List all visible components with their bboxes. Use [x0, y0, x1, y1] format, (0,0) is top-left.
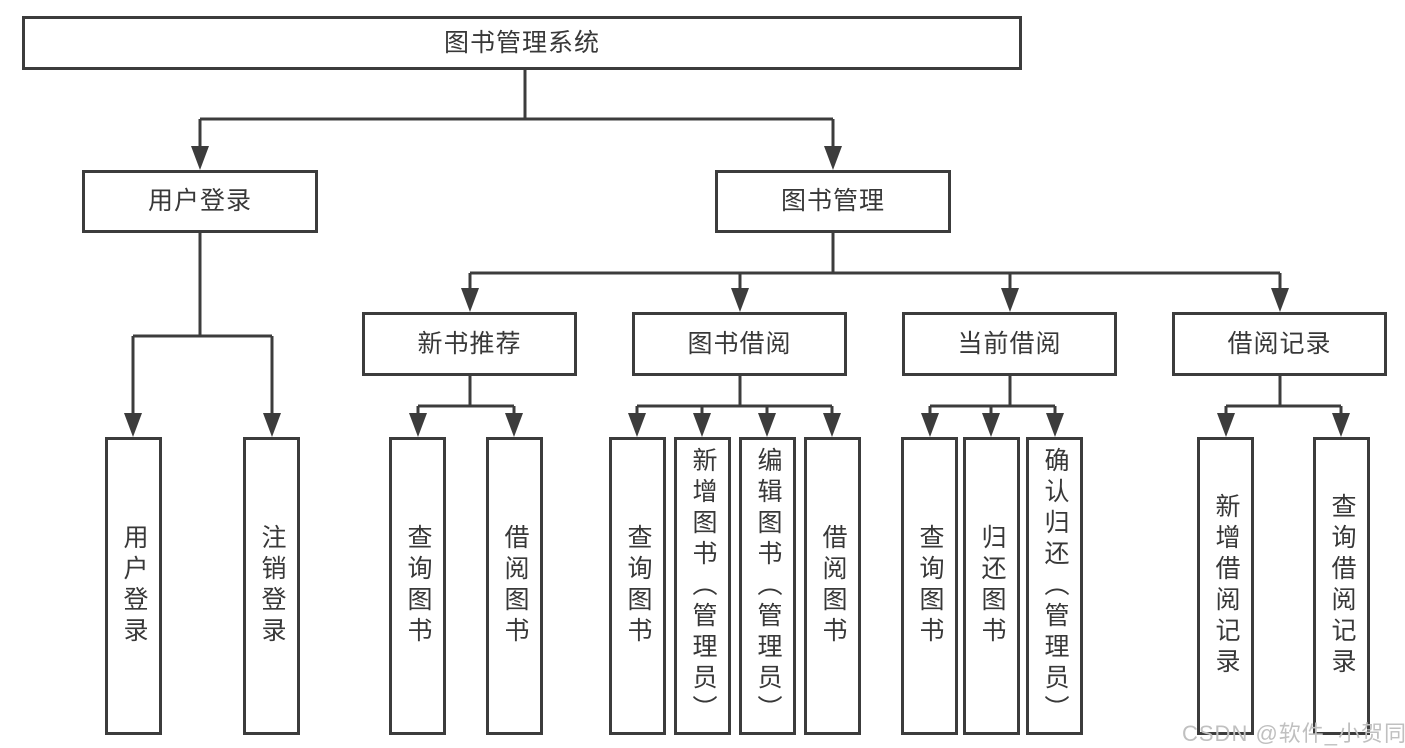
leaf-cb-query-book-label: 查询图书 — [916, 524, 944, 648]
node-user-login: 用户登录 — [82, 170, 318, 233]
node-book-borrowing: 图书借阅 — [632, 312, 847, 376]
leaf-rec-query-book-label: 查询图书 — [404, 524, 432, 648]
leaf-cb-query-book: 查询图书 — [901, 437, 958, 735]
leaf-user-login-label: 用户登录 — [120, 524, 148, 648]
leaf-bb-borrow-book: 借阅图书 — [804, 437, 861, 735]
node-new-book-recommend-label: 新书推荐 — [417, 329, 522, 358]
node-borrow-records: 借阅记录 — [1172, 312, 1387, 376]
leaf-bb-query-book: 查询图书 — [609, 437, 666, 735]
leaf-br-query-record: 查询借阅记录 — [1313, 437, 1370, 735]
leaf-br-query-record-label: 查询借阅记录 — [1328, 493, 1356, 679]
node-root-label: 图书管理系统 — [443, 28, 600, 57]
node-borrow-records-label: 借阅记录 — [1227, 329, 1332, 358]
node-book-management: 图书管理 — [715, 170, 951, 233]
node-root-system: 图书管理系统 — [22, 16, 1022, 70]
node-new-book-recommend: 新书推荐 — [362, 312, 577, 376]
node-current-borrowing: 当前借阅 — [902, 312, 1117, 376]
leaf-bb-edit-book-admin: 编辑图书（管理员） — [739, 437, 796, 735]
leaf-cb-confirm-return-admin-label: 确认归还（管理员） — [1041, 446, 1069, 726]
leaf-bb-edit-book-admin-label: 编辑图书（管理员） — [754, 446, 782, 726]
node-current-borrowing-label: 当前借阅 — [957, 329, 1062, 358]
leaf-rec-query-book: 查询图书 — [389, 437, 446, 735]
leaf-cb-return-book: 归还图书 — [963, 437, 1020, 735]
leaf-cb-confirm-return-admin: 确认归还（管理员） — [1026, 437, 1083, 735]
leaf-rec-borrow-book: 借阅图书 — [486, 437, 543, 735]
leaf-cb-return-book-label: 归还图书 — [978, 524, 1006, 648]
leaf-rec-borrow-book-label: 借阅图书 — [501, 524, 529, 648]
leaf-user-login: 用户登录 — [105, 437, 162, 735]
arrowheads — [124, 146, 1350, 437]
leaf-br-add-record: 新增借阅记录 — [1197, 437, 1254, 735]
node-user-login-label: 用户登录 — [147, 187, 252, 215]
leaf-logout: 注销登录 — [243, 437, 300, 735]
node-book-management-label: 图书管理 — [780, 187, 885, 215]
leaf-bb-query-book-label: 查询图书 — [624, 524, 652, 648]
node-book-borrowing-label: 图书借阅 — [687, 329, 792, 358]
leaf-logout-label: 注销登录 — [258, 524, 286, 648]
csdn-watermark: CSDN @软件_小贺同学 — [1182, 721, 1405, 746]
leaf-bb-add-book-admin: 新增图书（管理员） — [674, 437, 731, 735]
leaf-bb-borrow-book-label: 借阅图书 — [819, 524, 847, 648]
leaf-br-add-record-label: 新增借阅记录 — [1212, 493, 1240, 679]
leaf-bb-add-book-admin-label: 新增图书（管理员） — [689, 446, 717, 726]
